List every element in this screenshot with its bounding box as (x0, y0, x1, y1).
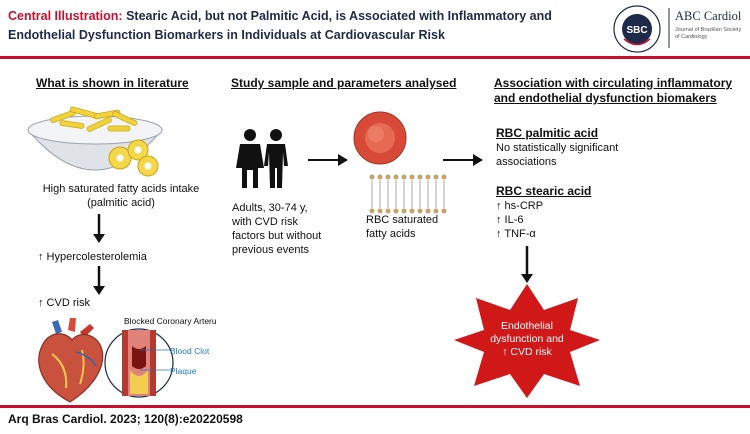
title-text: Stearic Acid, but not Palmitic Acid, is … (8, 9, 552, 42)
cell-membrane-icon (369, 174, 447, 214)
artery-icon (104, 328, 174, 398)
intake-line2: (palmitic acid) (87, 197, 155, 209)
rbc-line2: fatty acids (366, 228, 416, 240)
star-line1: Endothelial (501, 320, 553, 332)
palmitic-text: No statistically significant association… (496, 141, 618, 169)
col3-heading-line2: and endothelial dysfunction biomakers (494, 91, 717, 105)
col3-heading: Association with circulating inflammator… (494, 76, 732, 106)
star-line3: ↑ CVD risk (502, 346, 552, 358)
people-icon (236, 129, 288, 188)
arrow-right-icon (443, 154, 483, 166)
stearic-markers: ↑ hs-CRP ↑ IL-6 ↑ TNF-α (496, 199, 543, 241)
pointer-lines (140, 349, 170, 371)
col1-heading: What is shown in literature (36, 76, 189, 90)
footer-citation: Arq Bras Cardiol. 2023; 120(8):e20220598 (8, 412, 243, 426)
blood-clot-label: Blood Clot (170, 346, 210, 356)
logo-subtitle: Journal of Brazilian Society of Cardiolo… (675, 27, 742, 40)
rbc-text: RBC saturated fatty acids (366, 213, 438, 241)
adults-line2: with CVD risk (232, 216, 299, 228)
cvd-text: ↑ CVD risk (38, 297, 90, 309)
marker-tnf-alpha: ↑ TNF-α (496, 228, 536, 240)
title-lead: Central Illustration: (8, 9, 123, 23)
intake-line1: High saturated fatty acids intake (42, 183, 200, 195)
adults-line3: factors but without (232, 230, 322, 242)
intake-text: High saturated fatty acids intake (palmi… (36, 182, 206, 210)
rbc-line1: RBC saturated (366, 214, 439, 226)
adults-text: Adults, 30-74 y, with CVD risk factors b… (232, 201, 321, 257)
arrow-down-icon (521, 246, 533, 283)
palmitic-line2: associations (496, 156, 557, 168)
header-rule (0, 56, 750, 59)
food-bowl-icon (26, 106, 164, 177)
star-text: Endothelial dysfunction and ↑ CVD risk (482, 320, 572, 359)
plaque-label: Plaque (170, 366, 197, 376)
hyper-text: ↑ Hypercolesterolemia (38, 251, 147, 263)
adults-line4: previous events (232, 244, 310, 256)
heart-icon (38, 318, 104, 403)
stearic-title: RBC stearic acid (496, 184, 592, 198)
page-title: Central Illustration: Stearic Acid, but … (8, 7, 598, 45)
sbc-logo-icon: SBC (613, 5, 661, 53)
star-burst-icon (454, 284, 600, 398)
palmitic-line1: No statistically significant (496, 142, 619, 154)
header: Central Illustration: Stearic Acid, but … (0, 0, 750, 56)
palmitic-title: RBC palmitic acid (496, 126, 599, 140)
star-line2: dysfunction and (490, 333, 564, 345)
blocked-label: Blocked Coronary Arteru (124, 316, 217, 326)
marker-il-6: ↑ IL-6 (496, 214, 524, 226)
adults-line1: Adults, 30-74 y, (232, 202, 308, 214)
col2-heading: Study sample and parameters analysed (231, 76, 457, 90)
red-blood-cell-icon (353, 111, 407, 165)
marker-hs-crp: ↑ hs-CRP (496, 200, 544, 212)
arrow-down-icon (93, 214, 105, 243)
col3-heading-line1: Association with circulating inflammator… (494, 76, 733, 90)
logo-badge: SBC (626, 25, 647, 36)
arrow-down-icon (93, 266, 105, 295)
logo-name: ABC Cardiol (675, 9, 742, 23)
footer-rule (0, 405, 750, 408)
logo-divider (668, 8, 670, 48)
arrow-right-icon (308, 154, 348, 166)
